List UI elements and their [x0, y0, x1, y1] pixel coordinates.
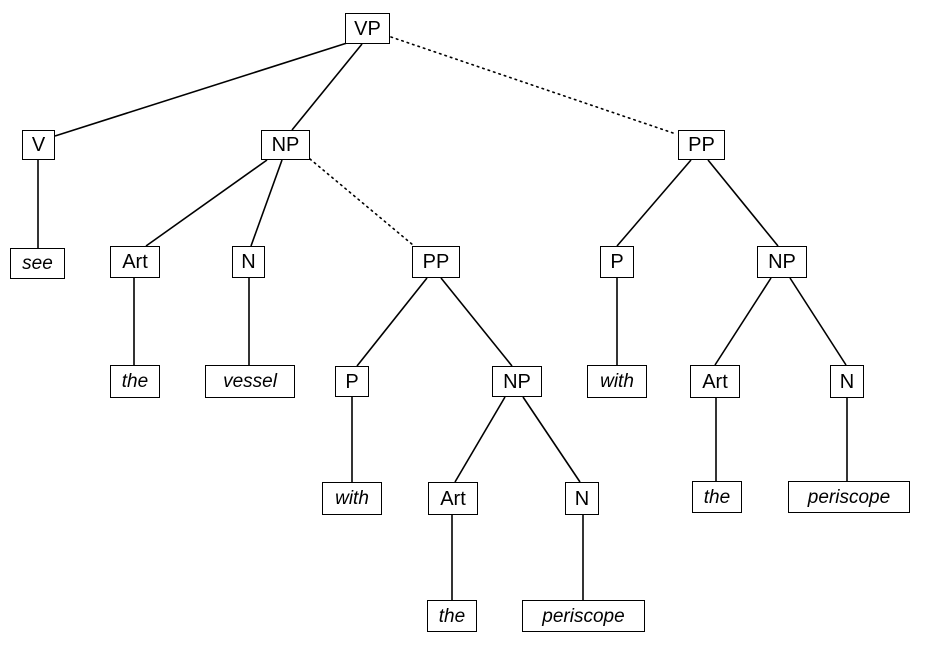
- tree-node-p_mid: P: [335, 366, 369, 397]
- tree-node-pp_mid: PP: [412, 246, 460, 278]
- tree-node-the_r: the: [692, 481, 742, 513]
- tree-edge-np1-to-pp_mid: [309, 158, 414, 246]
- tree-node-with_r: with: [587, 365, 647, 398]
- tree-edge-np1-to-art1: [145, 159, 268, 247]
- tree-node-see: see: [10, 248, 65, 279]
- tree-node-the1: the: [110, 365, 160, 398]
- tree-edge-np1-to-n1: [250, 159, 283, 247]
- tree-node-np1: NP: [261, 130, 310, 160]
- tree-node-p_right: P: [600, 246, 634, 278]
- tree-node-per_m: periscope: [522, 600, 645, 632]
- tree-node-n1: N: [232, 246, 265, 278]
- tree-node-per_r: periscope: [788, 481, 910, 513]
- tree-edge-np_mid-to-art_mid: [454, 396, 506, 483]
- tree-edge-pp_mid-to-np_mid: [440, 277, 513, 367]
- tree-node-pp_right: PP: [678, 130, 725, 160]
- tree-edge-np_mid-to-n_mid: [522, 396, 581, 483]
- tree-node-art_mid: Art: [428, 482, 478, 515]
- tree-edge-pp_mid-to-p_mid: [356, 277, 428, 367]
- tree-edge-vp-to-pp_right: [390, 36, 677, 135]
- tree-edge-np_right-to-art_right: [714, 277, 772, 366]
- tree-node-vp: VP: [345, 13, 390, 44]
- tree-node-np_mid: NP: [492, 366, 542, 397]
- tree-edge-vp-to-np1: [291, 43, 363, 131]
- tree-node-np_right: NP: [757, 246, 807, 278]
- tree-node-v: V: [22, 130, 55, 160]
- tree-node-n_right: N: [830, 365, 864, 398]
- tree-edge-np_right-to-n_right: [789, 277, 847, 366]
- tree-node-art_right: Art: [690, 365, 740, 398]
- tree-node-vessel: vessel: [205, 365, 295, 398]
- tree-node-art1: Art: [110, 246, 160, 278]
- tree-edge-pp_right-to-p_right: [616, 159, 692, 247]
- tree-edge-vp-to-v: [54, 42, 348, 137]
- tree-node-the_m: the: [427, 600, 477, 632]
- tree-node-with_m: with: [322, 482, 382, 515]
- tree-edge-pp_right-to-np_right: [707, 159, 779, 247]
- tree-node-n_mid: N: [565, 482, 599, 515]
